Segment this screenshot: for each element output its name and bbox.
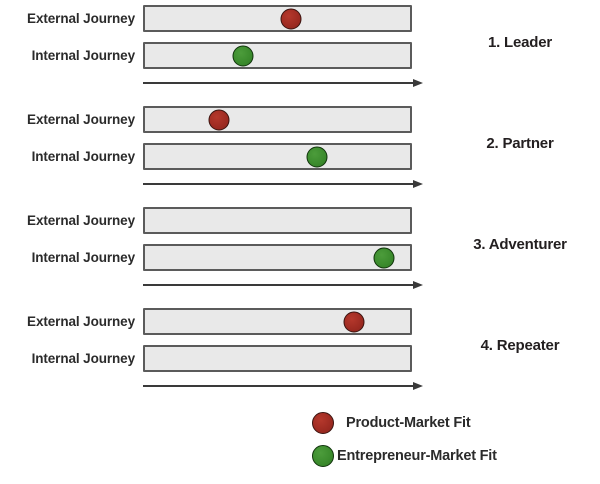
external-journey-bar: [143, 5, 412, 32]
entrepreneur-market-fit-dot: [373, 247, 394, 268]
legend-label-entrepreneur-market-fit: Entrepreneur-Market Fit: [337, 448, 497, 464]
arrow-head-icon: [413, 78, 423, 87]
group-title-3: 3. Adventurer: [473, 236, 567, 253]
row-label-external: External Journey: [27, 213, 135, 228]
arrow-line: [143, 385, 415, 387]
row-label-internal: Internal Journey: [31, 250, 136, 265]
legend-label-product-market-fit: Product-Market Fit: [346, 415, 471, 431]
internal-journey-bar: [143, 42, 412, 69]
entrepreneur-market-fit-dot: [232, 45, 254, 66]
legend-item-product-market-fit: Product-Market Fit: [305, 408, 471, 438]
arrow-head-icon: [413, 381, 423, 390]
journey-group-1: External Journey Internal Journey 1. Lea…: [0, 0, 600, 96]
journey-group-4: External Journey Internal Journey 4. Rep…: [0, 303, 600, 399]
time-arrow: [143, 381, 425, 391]
arrow-head-icon: [413, 179, 423, 188]
row-label-internal: Internal Journey: [31, 351, 136, 366]
internal-journey-bar: [143, 244, 412, 271]
product-market-fit-dot: [280, 8, 302, 29]
arrow-line: [143, 284, 415, 286]
legend: Product-Market Fit Entrepreneur-Market F…: [305, 408, 600, 480]
group-title-1: 1. Leader: [487, 34, 553, 51]
arrow-line: [143, 82, 415, 84]
legend-item-entrepreneur-market-fit: Entrepreneur-Market Fit: [305, 441, 497, 471]
row-label-external: External Journey: [27, 11, 135, 26]
journey-group-3: External Journey Internal Journey 3. Adv…: [0, 202, 600, 298]
time-arrow: [143, 179, 425, 189]
time-arrow: [143, 78, 425, 88]
arrow-head-icon: [413, 280, 423, 289]
journey-group-2: External Journey Internal Journey 2. Par…: [0, 101, 600, 197]
external-journey-bar: [143, 207, 412, 234]
time-arrow: [143, 280, 425, 290]
internal-journey-bar: [143, 143, 412, 170]
row-label-external: External Journey: [27, 314, 135, 329]
entrepreneur-market-fit-dot: [306, 146, 328, 167]
external-journey-bar: [143, 308, 412, 335]
product-market-fit-swatch-icon: [312, 412, 334, 434]
row-label-internal: Internal Journey: [31, 149, 136, 164]
external-journey-bar: [143, 106, 412, 133]
row-label-internal: Internal Journey: [31, 48, 136, 63]
group-title-2: 2. Partner: [486, 135, 554, 152]
entrepreneur-market-fit-swatch-icon: [312, 445, 334, 467]
product-market-fit-dot: [208, 109, 230, 130]
group-title-4: 4. Repeater: [480, 337, 560, 354]
row-label-external: External Journey: [27, 112, 135, 127]
product-market-fit-dot: [343, 311, 365, 332]
internal-journey-bar: [143, 345, 412, 372]
arrow-line: [143, 183, 415, 185]
